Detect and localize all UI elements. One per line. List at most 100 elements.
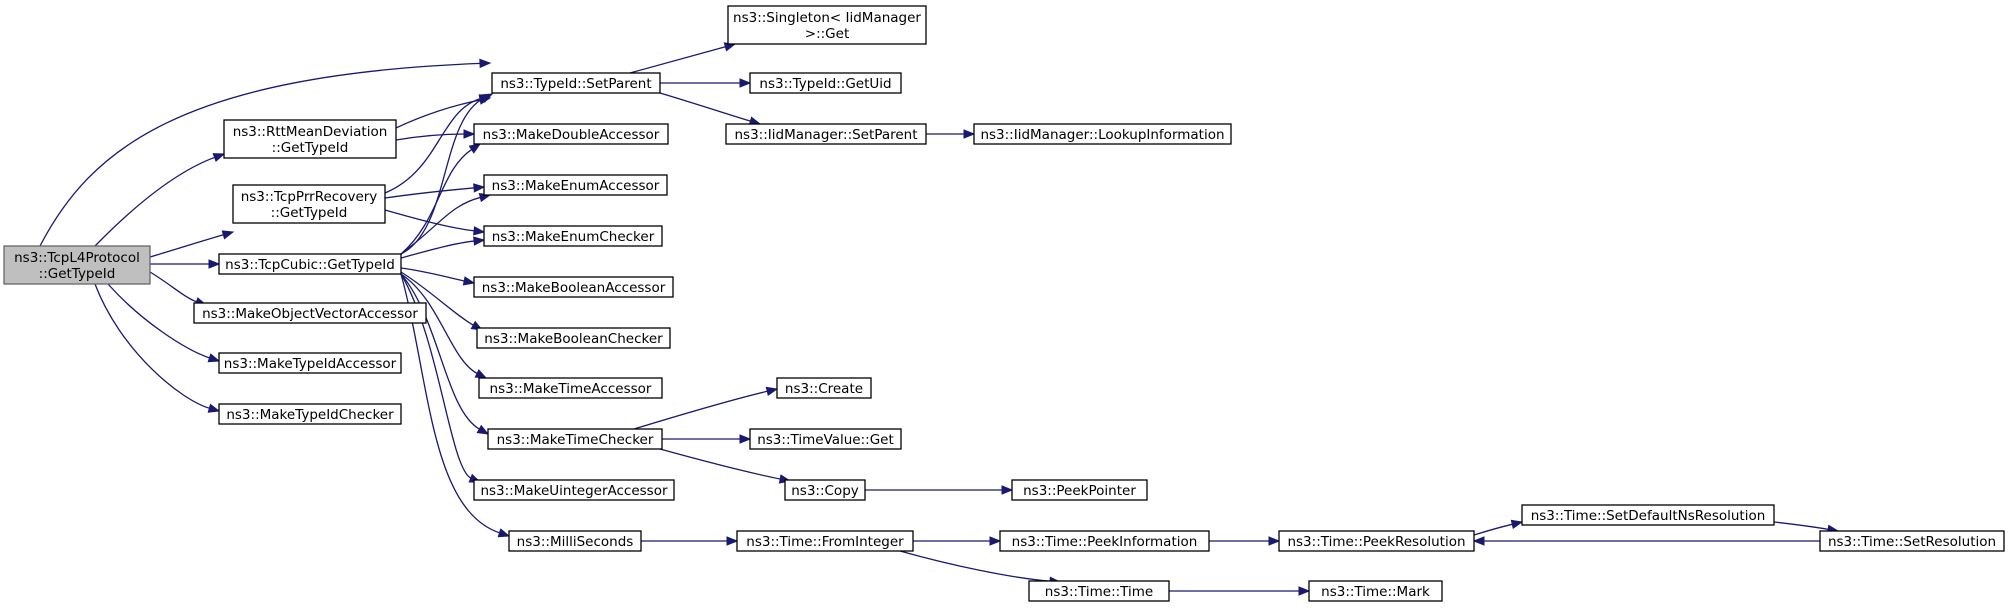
node-label: ns3::TcpCubic::GetTypeId: [225, 257, 395, 273]
node-label: ns3::Time::PeekResolution: [1287, 534, 1465, 550]
node-setparent[interactable]: ns3::TypeId::SetParent: [491, 72, 661, 94]
edge-line: [400, 267, 466, 282]
node-box: [749, 72, 902, 94]
arrowhead: [208, 259, 221, 269]
arrowhead: [474, 369, 488, 379]
node-label: ns3::TcpL4Protocol: [14, 250, 140, 266]
edge-setparent-to-getuid: [660, 78, 752, 88]
edge-prr-to-enumacc: [384, 183, 486, 199]
edge-line: [1773, 521, 1830, 531]
node-copy[interactable]: ns3::Copy: [784, 479, 866, 501]
edge-line: [899, 550, 1052, 582]
function-nodes: ns3::TcpL4Protocol::GetTypeIdns3::RttMea…: [3, 5, 2005, 602]
node-box: [193, 302, 427, 324]
node-label: ns3::Create: [785, 381, 863, 397]
node-box: [1308, 580, 1443, 602]
node-setres[interactable]: ns3::Time::SetResolution: [1819, 530, 2005, 552]
node-timechk[interactable]: ns3::MakeTimeChecker: [487, 428, 663, 450]
node-rtt[interactable]: ns3::RttMeanDeviation::GetTypeId: [223, 119, 397, 159]
node-enumchk[interactable]: ns3::MakeEnumChecker: [483, 225, 663, 247]
edge-line: [94, 283, 211, 410]
arrowhead: [468, 143, 482, 154]
node-prr[interactable]: ns3::TcpPrrRecovery::GetTypeId: [232, 184, 386, 224]
arrowhead: [479, 58, 492, 69]
node-label: ns3::Singleton< IidManager: [733, 10, 921, 26]
edge-line: [107, 283, 211, 359]
node-tidacc[interactable]: ns3::MakeTypeIdAccessor: [218, 352, 402, 374]
node-tvget[interactable]: ns3::TimeValue::Get: [749, 428, 902, 450]
arrowhead: [739, 78, 752, 88]
arrowhead: [221, 230, 235, 240]
node-label: ns3::MakeBooleanAccessor: [482, 280, 666, 296]
edge-timechk-to-copy: [659, 448, 792, 484]
node-box: [483, 225, 663, 247]
node-label: ns3::TypeId::GetUid: [759, 76, 891, 92]
node-iidset[interactable]: ns3::IidManager::SetParent: [725, 123, 927, 145]
node-lookup[interactable]: ns3::IidManager::LookupInformation: [973, 123, 1232, 145]
arrowhead: [473, 226, 486, 236]
node-boolacc[interactable]: ns3::MakeBooleanAccessor: [473, 276, 674, 298]
node-label: ns3::MakeTimeChecker: [497, 432, 654, 448]
edge-line: [149, 271, 198, 303]
node-label: ns3::TcpPrrRecovery: [241, 189, 378, 205]
arrowhead: [1298, 586, 1311, 596]
node-dblacc[interactable]: ns3::MakeDoubleAccessor: [473, 123, 669, 145]
node-uintacc[interactable]: ns3::MakeUintegerAccessor: [473, 479, 675, 501]
arrowhead: [473, 183, 486, 193]
node-singleton[interactable]: ns3::Singleton< IidManager >::Get: [727, 5, 927, 45]
node-peekres[interactable]: ns3::Time::PeekResolution: [1278, 530, 1475, 552]
node-enumacc[interactable]: ns3::MakeEnumAccessor: [483, 174, 668, 196]
node-movacc[interactable]: ns3::MakeObjectVectorAccessor: [193, 302, 427, 324]
node-peekptr[interactable]: ns3::PeekPointer: [1011, 479, 1148, 501]
edge-line: [400, 273, 479, 375]
arrowhead: [473, 236, 486, 246]
edge-setres-to-peekres: [1472, 536, 1821, 546]
node-box: [725, 123, 927, 145]
node-label: ns3::MakeUintegerAccessor: [480, 483, 668, 499]
edge-peekres-to-setdef: [1473, 519, 1524, 536]
edge-line: [400, 271, 475, 327]
node-label: ns3::MakeEnumAccessor: [492, 178, 660, 194]
node-milli[interactable]: ns3::MilliSeconds: [508, 530, 642, 552]
node-peekinfo[interactable]: ns3::Time::PeekInformation: [999, 530, 1210, 552]
node-box: [973, 123, 1232, 145]
node-fromint[interactable]: ns3::Time::FromInteger: [736, 530, 914, 552]
node-boolchk[interactable]: ns3::MakeBooleanChecker: [476, 327, 671, 349]
node-create[interactable]: ns3::Create: [776, 377, 872, 399]
edge-line: [659, 92, 752, 123]
node-box: [491, 72, 661, 94]
node-cubic[interactable]: ns3::TcpCubic::GetTypeId: [218, 253, 402, 275]
node-box: [1028, 580, 1170, 602]
node-box: [999, 530, 1210, 552]
arrowhead: [739, 434, 752, 444]
edge-line: [400, 273, 481, 431]
node-label: ::GetTypeId: [271, 205, 348, 221]
edge-prr-to-enumchk: [384, 209, 486, 236]
node-tidchk[interactable]: ns3::MakeTypeIdChecker: [218, 403, 402, 425]
edge-line: [384, 209, 476, 232]
arrowhead: [497, 528, 511, 538]
arrowhead: [463, 129, 476, 139]
node-label: ns3::Time::Time: [1045, 584, 1153, 600]
node-box: [476, 327, 671, 349]
node-getuid[interactable]: ns3::TypeId::GetUid: [749, 72, 902, 94]
node-box: [483, 174, 668, 196]
edge-line: [1473, 523, 1514, 536]
node-timeacc[interactable]: ns3::MakeTimeAccessor: [478, 377, 663, 399]
node-box: [223, 119, 397, 159]
node-label: ::GetTypeId: [272, 140, 349, 156]
node-setdef[interactable]: ns3::Time::SetDefaultNsResolution: [1521, 504, 1775, 526]
edge-line: [384, 97, 482, 194]
node-label: ns3::Time::PeekInformation: [1012, 534, 1198, 550]
edge-line: [400, 148, 473, 255]
node-box: [473, 123, 669, 145]
edge-line: [384, 187, 476, 199]
node-root[interactable]: ns3::TcpL4Protocol::GetTypeId: [3, 245, 151, 285]
node-mark[interactable]: ns3::Time::Mark: [1308, 580, 1443, 602]
edge-line: [400, 240, 476, 259]
node-timetime[interactable]: ns3::Time::Time: [1028, 580, 1170, 602]
node-label: ns3::MakeBooleanChecker: [484, 331, 663, 347]
node-label: ::GetTypeId: [39, 266, 116, 282]
edge-timetime-to-mark: [1169, 586, 1311, 596]
